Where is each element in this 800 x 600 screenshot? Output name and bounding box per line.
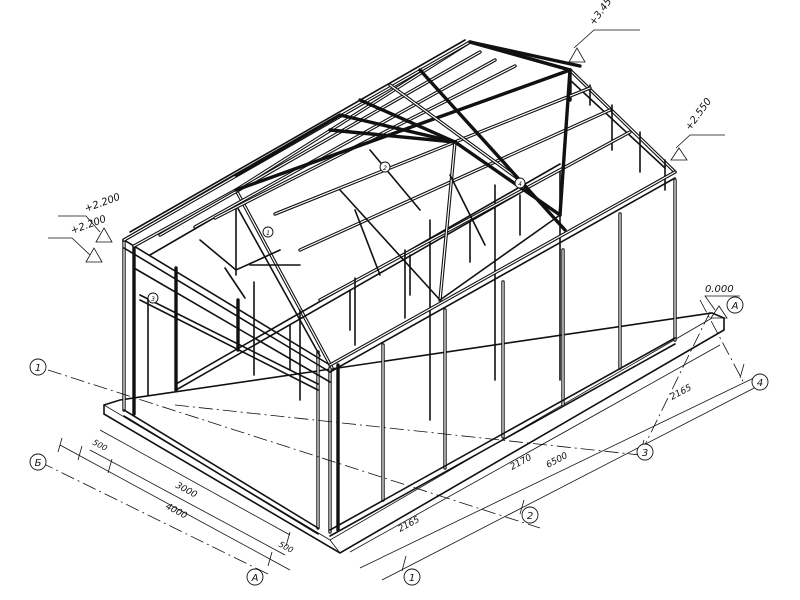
- axis-label-col-right: А: [251, 573, 259, 584]
- left-gable-wall: [122, 187, 334, 535]
- axis-label-row-mid: 2: [527, 511, 533, 522]
- dim-front-total: 6500: [545, 451, 570, 471]
- dim-left-offset: 500: [91, 438, 109, 453]
- callout-2: 2: [383, 165, 387, 172]
- elevation-eave-left: +2.200: [83, 192, 122, 215]
- callout-markers: [147, 161, 526, 304]
- dim-left-end: 500: [277, 540, 295, 555]
- elevation-ridge: +3.450: [588, 0, 619, 28]
- front-long-wall: [328, 171, 677, 537]
- axis-label-col-left: Б: [35, 458, 42, 469]
- axis-bubbles: [29, 296, 769, 586]
- roof: [122, 39, 677, 401]
- axis-label-row-back: 4: [757, 378, 763, 389]
- dim-left-span: 3000: [174, 481, 199, 501]
- dim-left-total: 4000: [164, 502, 189, 522]
- grid-axes: [39, 299, 746, 575]
- callout-1: 1: [266, 230, 270, 237]
- callout-4: 4: [518, 181, 522, 188]
- elevation-markers: [48, 29, 740, 319]
- dimension-lines: [57, 344, 761, 581]
- dim-front-last: 2165: [669, 383, 694, 403]
- elevation-ground: 0.000: [705, 284, 734, 295]
- elevation-eave-left-front: +2.200: [69, 214, 108, 237]
- axis-label-row-front: 1: [35, 363, 41, 374]
- axis-label-row-left-end: 1: [409, 573, 415, 584]
- callout-3: 3: [151, 296, 155, 303]
- axis-label-row-mid2: 3: [642, 448, 648, 459]
- axis-label-col-right-back: А: [731, 301, 739, 312]
- elevation-eave-right: +2.550: [684, 96, 715, 132]
